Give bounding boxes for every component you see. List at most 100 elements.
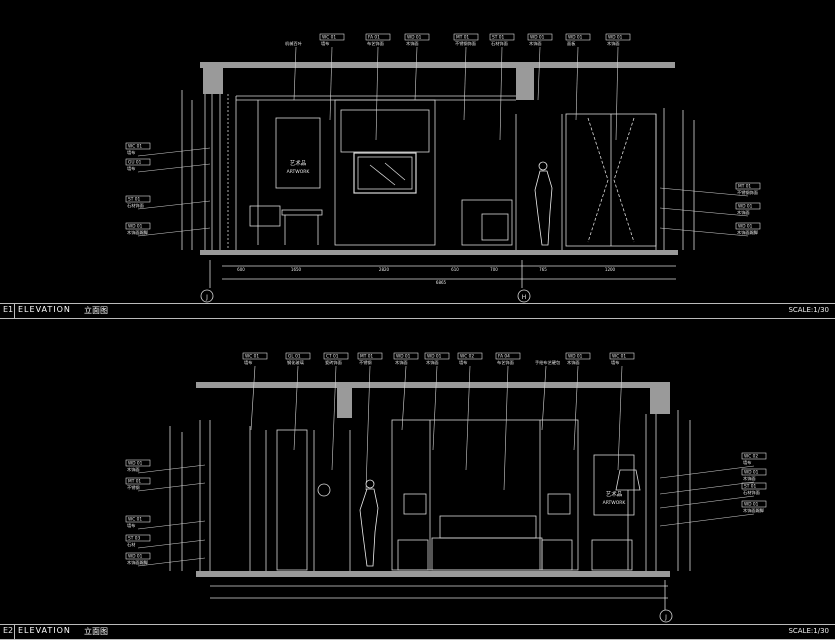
e2-lamp-right — [547, 493, 571, 515]
e1-dim-0: 600 — [237, 267, 245, 272]
e1-top-tag-3-box — [404, 33, 430, 41]
e1-right-tag-2-leader — [659, 227, 749, 237]
e1-top-tag-0-desc: 机械百叶 — [285, 40, 303, 47]
e2-top-tag-5-code: WD 01 — [427, 354, 442, 360]
e2-floor-slab — [196, 571, 670, 577]
e1-left-tag-0-desc: 墙布 — [127, 149, 135, 156]
e1-left-tag-1-code: GU 01 — [128, 160, 142, 166]
e2-top-tag-1-leader — [293, 365, 299, 451]
e1-dim-6: 1200 — [605, 267, 616, 272]
e2-right-tag-2-desc: 石材饰面 — [743, 489, 760, 496]
e2-left-tag-1-leader — [137, 482, 206, 492]
e2-top-tag-0-desc: 墙布 — [244, 359, 252, 366]
e1-top-tag-6-box — [527, 33, 553, 41]
e2-top-tag-6-code: WC 02 — [460, 354, 474, 360]
e2-top-tag-8-desc: 手绘布艺硬包 — [535, 359, 561, 366]
e1-tv-screen — [353, 152, 417, 194]
e2-human-figure — [359, 479, 379, 567]
e1-ceiling-slab — [200, 62, 675, 68]
e2-left-tag-4-desc: 木饰面踢脚 — [127, 559, 148, 566]
e2-left-tag-1-code: MT 01 — [128, 479, 141, 485]
elevation-e2 — [169, 382, 691, 623]
e2-top-tag-1-code: GL 01 — [288, 354, 301, 360]
e1-grid-label-j: J — [205, 294, 208, 301]
e1-right-tag-0-desc: 不锈钢饰面 — [737, 189, 758, 196]
e2-top-tag-0-box — [242, 352, 268, 360]
e1-top-tag-4-desc: 不锈钢饰面 — [455, 40, 476, 47]
e1-title: ELEVATION — [18, 305, 71, 314]
e2-top-tag-2-code: CT 01 — [326, 354, 339, 360]
e1-top-tag-1-leader — [329, 46, 333, 121]
e1-left-tag-2-box — [125, 195, 151, 203]
e2-top-tag-10-leader — [617, 365, 623, 471]
e2-right-tag-0-code: WC 02 — [744, 454, 758, 460]
e1-top-tag-7-code: WD 01 — [568, 35, 583, 41]
e2-top-tag-2-leader — [331, 365, 337, 471]
e2-beam-right — [650, 382, 670, 414]
e2-top-tag-4-code: WD 01 — [396, 354, 411, 360]
e1-top-tag-3-leader — [414, 46, 418, 101]
e1-chair — [249, 205, 281, 227]
e1-top-tag-2-leader — [375, 46, 379, 141]
e2-right-tag-3-desc: 木饰面踢脚 — [743, 507, 764, 514]
e1-top-tag-2-desc: 布艺饰面 — [367, 40, 384, 47]
e1-scale: SCALE:1/30 — [788, 306, 829, 314]
e1-dim-total: 6865 — [436, 280, 447, 285]
e2-left-tag-0-code: WD 01 — [128, 461, 143, 467]
e2-top-tag-9-box — [565, 352, 591, 360]
e2-left-tag-3-leader — [137, 539, 206, 549]
e2-headboard-wall — [391, 419, 579, 571]
e1-top-tag-1-box — [319, 33, 345, 41]
e1-dim-5: 765 — [539, 267, 547, 272]
e2-top-tag-4-desc: 木饰面 — [395, 359, 408, 366]
e1-left-tag-3-leader — [137, 227, 211, 237]
e2-right-tag-1-box — [741, 468, 767, 476]
e2-nightstand-right — [541, 539, 573, 571]
e2-left-tag-1-desc: 不锈钢 — [127, 484, 140, 491]
e2-left-tag-2-code: WC 01 — [128, 517, 142, 523]
e1-top-tag-2-box — [365, 33, 391, 41]
e2-title: ELEVATION — [18, 626, 71, 635]
e2-top-tag-7-desc: 布艺饰面 — [497, 359, 514, 366]
e2-artwork-label-en: ARTWORK — [603, 500, 627, 506]
e1-title-cn: 立面图 — [84, 306, 108, 315]
e2-top-tag-3-leader — [365, 365, 371, 491]
e1-right-tag-2-code: WD 01 — [738, 224, 753, 230]
e2-glass-door — [276, 429, 308, 571]
e2-left-tag-0-box — [125, 459, 151, 467]
e2-grid-label-j: J — [664, 614, 667, 621]
e1-left-tag-3-desc: 木饰面踢脚 — [127, 229, 148, 236]
e1-left-tag-0-leader — [137, 147, 211, 157]
e1-artwork-label-en: ARTWORK — [287, 169, 311, 175]
e2-grid-bubble-j — [659, 609, 673, 623]
e2-top-tag-7-code: FA 04 — [498, 354, 510, 360]
e2-top-tag-2-box — [323, 352, 349, 360]
e2-top-tag-1-box — [285, 352, 311, 360]
e1-right-tag-0-box — [735, 182, 761, 190]
e2-scale: SCALE:1/30 — [788, 627, 829, 635]
e1-top-tag-7-desc: 面板 — [567, 40, 576, 47]
e1-desk — [281, 209, 323, 216]
e1-top-tag-8-box — [605, 33, 631, 41]
e2-top-tag-5-leader — [432, 365, 438, 451]
e1-human-figure — [534, 161, 553, 246]
e1-top-tag-3-code: WD 01 — [407, 35, 422, 41]
e1-artwork-frame — [275, 117, 321, 189]
e2-top-tag-4-box — [393, 352, 419, 360]
e1-left-tag-1-box — [125, 158, 151, 166]
e1-floor-slab — [200, 250, 678, 255]
e1-beam-right — [516, 62, 534, 100]
e2-left-tag-3-code: ST 03 — [128, 536, 140, 542]
e1-right-tag-2-desc: 木饰面踢脚 — [737, 229, 758, 236]
e1-top-tag-3-desc: 木饰面 — [406, 40, 419, 47]
e2-right-tag-2-leader — [659, 495, 755, 509]
e1-dim-3: 610 — [451, 267, 459, 272]
e2-top-tag-7-box — [495, 352, 521, 360]
e1-grid-bubble-j — [200, 289, 214, 303]
e1-grid-label-h: H — [522, 294, 527, 301]
e2-toilet — [317, 483, 331, 497]
e1-title-bar: E1 ELEVATION 立面图 SCALE:1/30 — [0, 303, 835, 319]
e1-right-tag-0-code: MT 01 — [738, 184, 751, 190]
e2-top-tag-9-desc: 木饰面 — [567, 359, 580, 366]
